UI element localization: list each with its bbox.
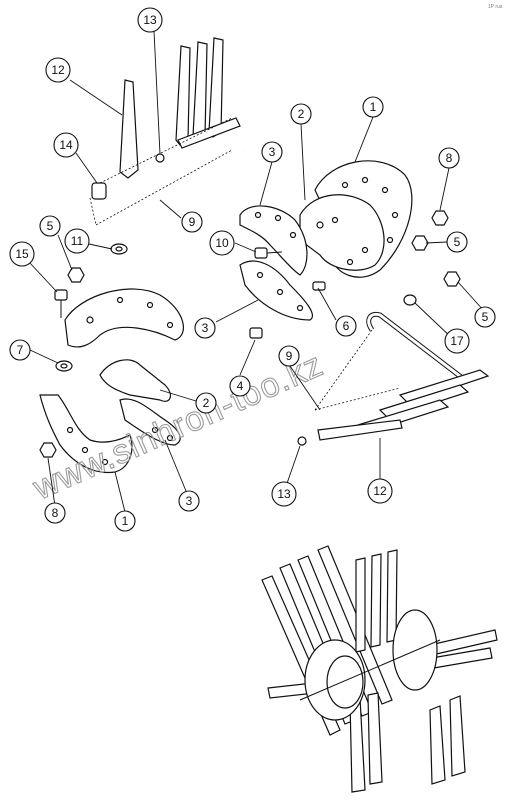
svg-text:13: 13 bbox=[277, 487, 291, 501]
svg-text:5: 5 bbox=[47, 219, 54, 233]
bolt-10 bbox=[254, 247, 283, 259]
washer-11 bbox=[110, 243, 128, 255]
svg-text:14: 14 bbox=[59, 138, 73, 152]
svg-text:12: 12 bbox=[373, 484, 387, 498]
tine-group-upper bbox=[91, 37, 241, 200]
svg-text:9: 9 bbox=[286, 349, 293, 363]
callout-3-left: 3 bbox=[178, 490, 200, 512]
callout-5-right: 5 bbox=[446, 231, 468, 253]
svg-text:5: 5 bbox=[482, 310, 489, 324]
svg-text:8: 8 bbox=[52, 506, 59, 520]
svg-text:7: 7 bbox=[17, 343, 24, 357]
nut-5-left bbox=[67, 267, 85, 283]
callout-15: 15 bbox=[9, 241, 35, 267]
disc-1-left bbox=[39, 394, 133, 474]
bolt-15 bbox=[54, 289, 68, 318]
disc-3-left-lower bbox=[119, 398, 181, 446]
rod-9-lower bbox=[366, 311, 467, 382]
svg-text:11: 11 bbox=[71, 234, 84, 248]
svg-text:3: 3 bbox=[202, 321, 209, 335]
svg-text:10: 10 bbox=[215, 236, 229, 250]
svg-text:5: 5 bbox=[454, 235, 461, 249]
callout-8-left: 8 bbox=[44, 502, 66, 524]
svg-text:12: 12 bbox=[51, 63, 65, 77]
disc-3-right bbox=[239, 205, 313, 321]
callout-1-left: 1 bbox=[114, 510, 136, 532]
callout-12-upper: 12 bbox=[45, 57, 71, 83]
callout-9-upper: 9 bbox=[181, 211, 203, 233]
callout-8-right: 8 bbox=[438, 147, 460, 169]
callout-6: 6 bbox=[335, 315, 357, 337]
dashed-assembly-lines bbox=[89, 117, 233, 226]
callout-3-right-upper: 3 bbox=[261, 141, 283, 163]
svg-text:8: 8 bbox=[446, 151, 453, 165]
tine-group-lower bbox=[297, 369, 490, 446]
callout-1-right: 1 bbox=[362, 96, 384, 118]
svg-text:3: 3 bbox=[186, 494, 193, 508]
callout-9-lower: 9 bbox=[278, 345, 300, 367]
callout-12-lower: 12 bbox=[367, 478, 393, 504]
svg-text:13: 13 bbox=[143, 13, 157, 27]
bolt-4 bbox=[249, 327, 263, 339]
bolt-8-left bbox=[39, 442, 57, 458]
svg-text:3: 3 bbox=[269, 145, 276, 159]
svg-text:1: 1 bbox=[122, 514, 129, 528]
svg-text:15: 15 bbox=[15, 247, 29, 261]
callout-3-right-lower: 3 bbox=[194, 317, 216, 339]
svg-text:6: 6 bbox=[343, 319, 350, 333]
disc-2-right bbox=[299, 194, 385, 271]
callout-14: 14 bbox=[53, 132, 79, 158]
washer-17 bbox=[403, 294, 417, 306]
callout-17: 17 bbox=[444, 328, 470, 354]
callout-13-upper: 13 bbox=[137, 7, 163, 33]
svg-text:9: 9 bbox=[189, 215, 196, 229]
callout-2-right: 2 bbox=[290, 103, 312, 125]
svg-text:4: 4 bbox=[237, 379, 244, 393]
svg-text:1: 1 bbox=[370, 100, 377, 114]
nut-8-right bbox=[431, 210, 449, 226]
disc-2-left bbox=[64, 288, 184, 402]
svg-text:2: 2 bbox=[203, 396, 210, 410]
assembled-rotor-view bbox=[261, 545, 498, 793]
callout-5-lower: 5 bbox=[474, 306, 496, 328]
svg-text:2: 2 bbox=[298, 107, 305, 121]
washer-7 bbox=[55, 360, 73, 372]
callout-13-lower: 13 bbox=[271, 481, 297, 507]
leader-lines bbox=[28, 30, 486, 513]
nut-5-lower bbox=[443, 271, 461, 287]
dashed-assembly-lines-lower bbox=[314, 329, 401, 411]
rod-9-upper bbox=[142, 148, 246, 232]
callout-10: 10 bbox=[209, 230, 235, 256]
nut-5-right bbox=[411, 235, 429, 251]
callout-7: 7 bbox=[9, 339, 31, 361]
callout-2-left: 2 bbox=[195, 392, 217, 414]
callout-11: 11 bbox=[64, 228, 90, 254]
callout-4: 4 bbox=[229, 375, 251, 397]
corner-note: 1P rus bbox=[488, 4, 503, 10]
svg-text:17: 17 bbox=[450, 334, 464, 348]
callout-5-left: 5 bbox=[39, 215, 61, 237]
bolt-6 bbox=[312, 281, 326, 291]
